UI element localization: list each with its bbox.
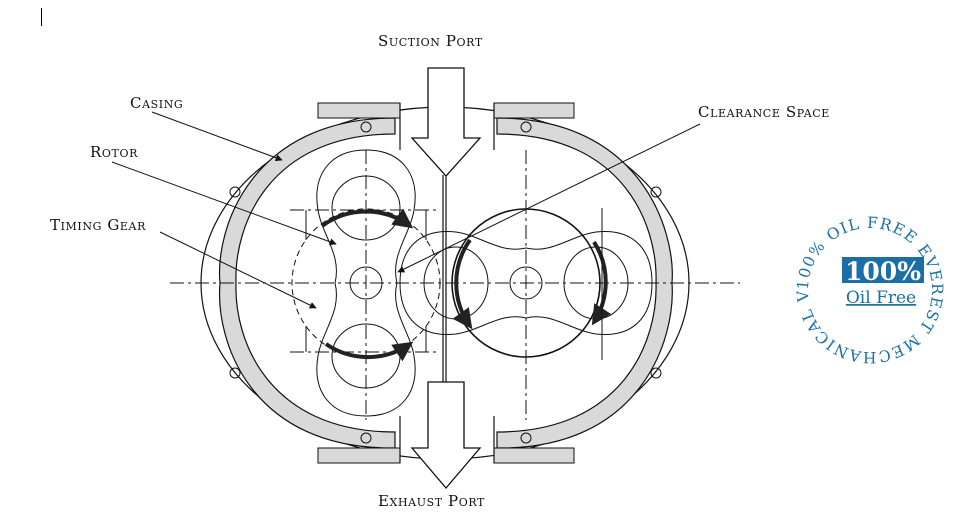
clearance-space-label: Clearance Space — [698, 103, 830, 121]
timing-gear-ticks — [305, 208, 603, 360]
flange-bottom-right — [493, 447, 575, 464]
badge-small-text: Oil Free — [846, 288, 916, 308]
mounting-holes — [229, 186, 662, 379]
exhaust-port-label: Exhaust Port — [378, 492, 485, 510]
flange-bottom-left — [317, 447, 401, 464]
rotor-label: Rotor — [90, 143, 138, 161]
flange-bolts — [360, 121, 532, 444]
oil-free-badge: 100% OIL FREE EVEREST MECHANICAL VACUUM … — [0, 0, 945, 366]
suction-port-label: Suction Port — [378, 32, 483, 50]
leader-lines — [111, 111, 701, 309]
badge-ring-text: 100% OIL FREE EVEREST MECHANICAL VACUUM … — [0, 0, 945, 366]
left-rotor — [291, 149, 441, 417]
badge-big-text: 100% — [845, 257, 921, 286]
rotation-arrows — [320, 208, 612, 362]
port-channel — [399, 103, 495, 463]
badge-band — [842, 257, 924, 283]
timing-gear-label: Timing Gear — [50, 216, 146, 234]
text-cursor — [41, 8, 42, 26]
exhaust-arrow — [410, 381, 482, 490]
flange-top-right — [493, 102, 575, 119]
suction-arrow — [410, 67, 482, 177]
flange-top-left — [317, 102, 401, 119]
casing-label: Casing — [130, 94, 184, 112]
